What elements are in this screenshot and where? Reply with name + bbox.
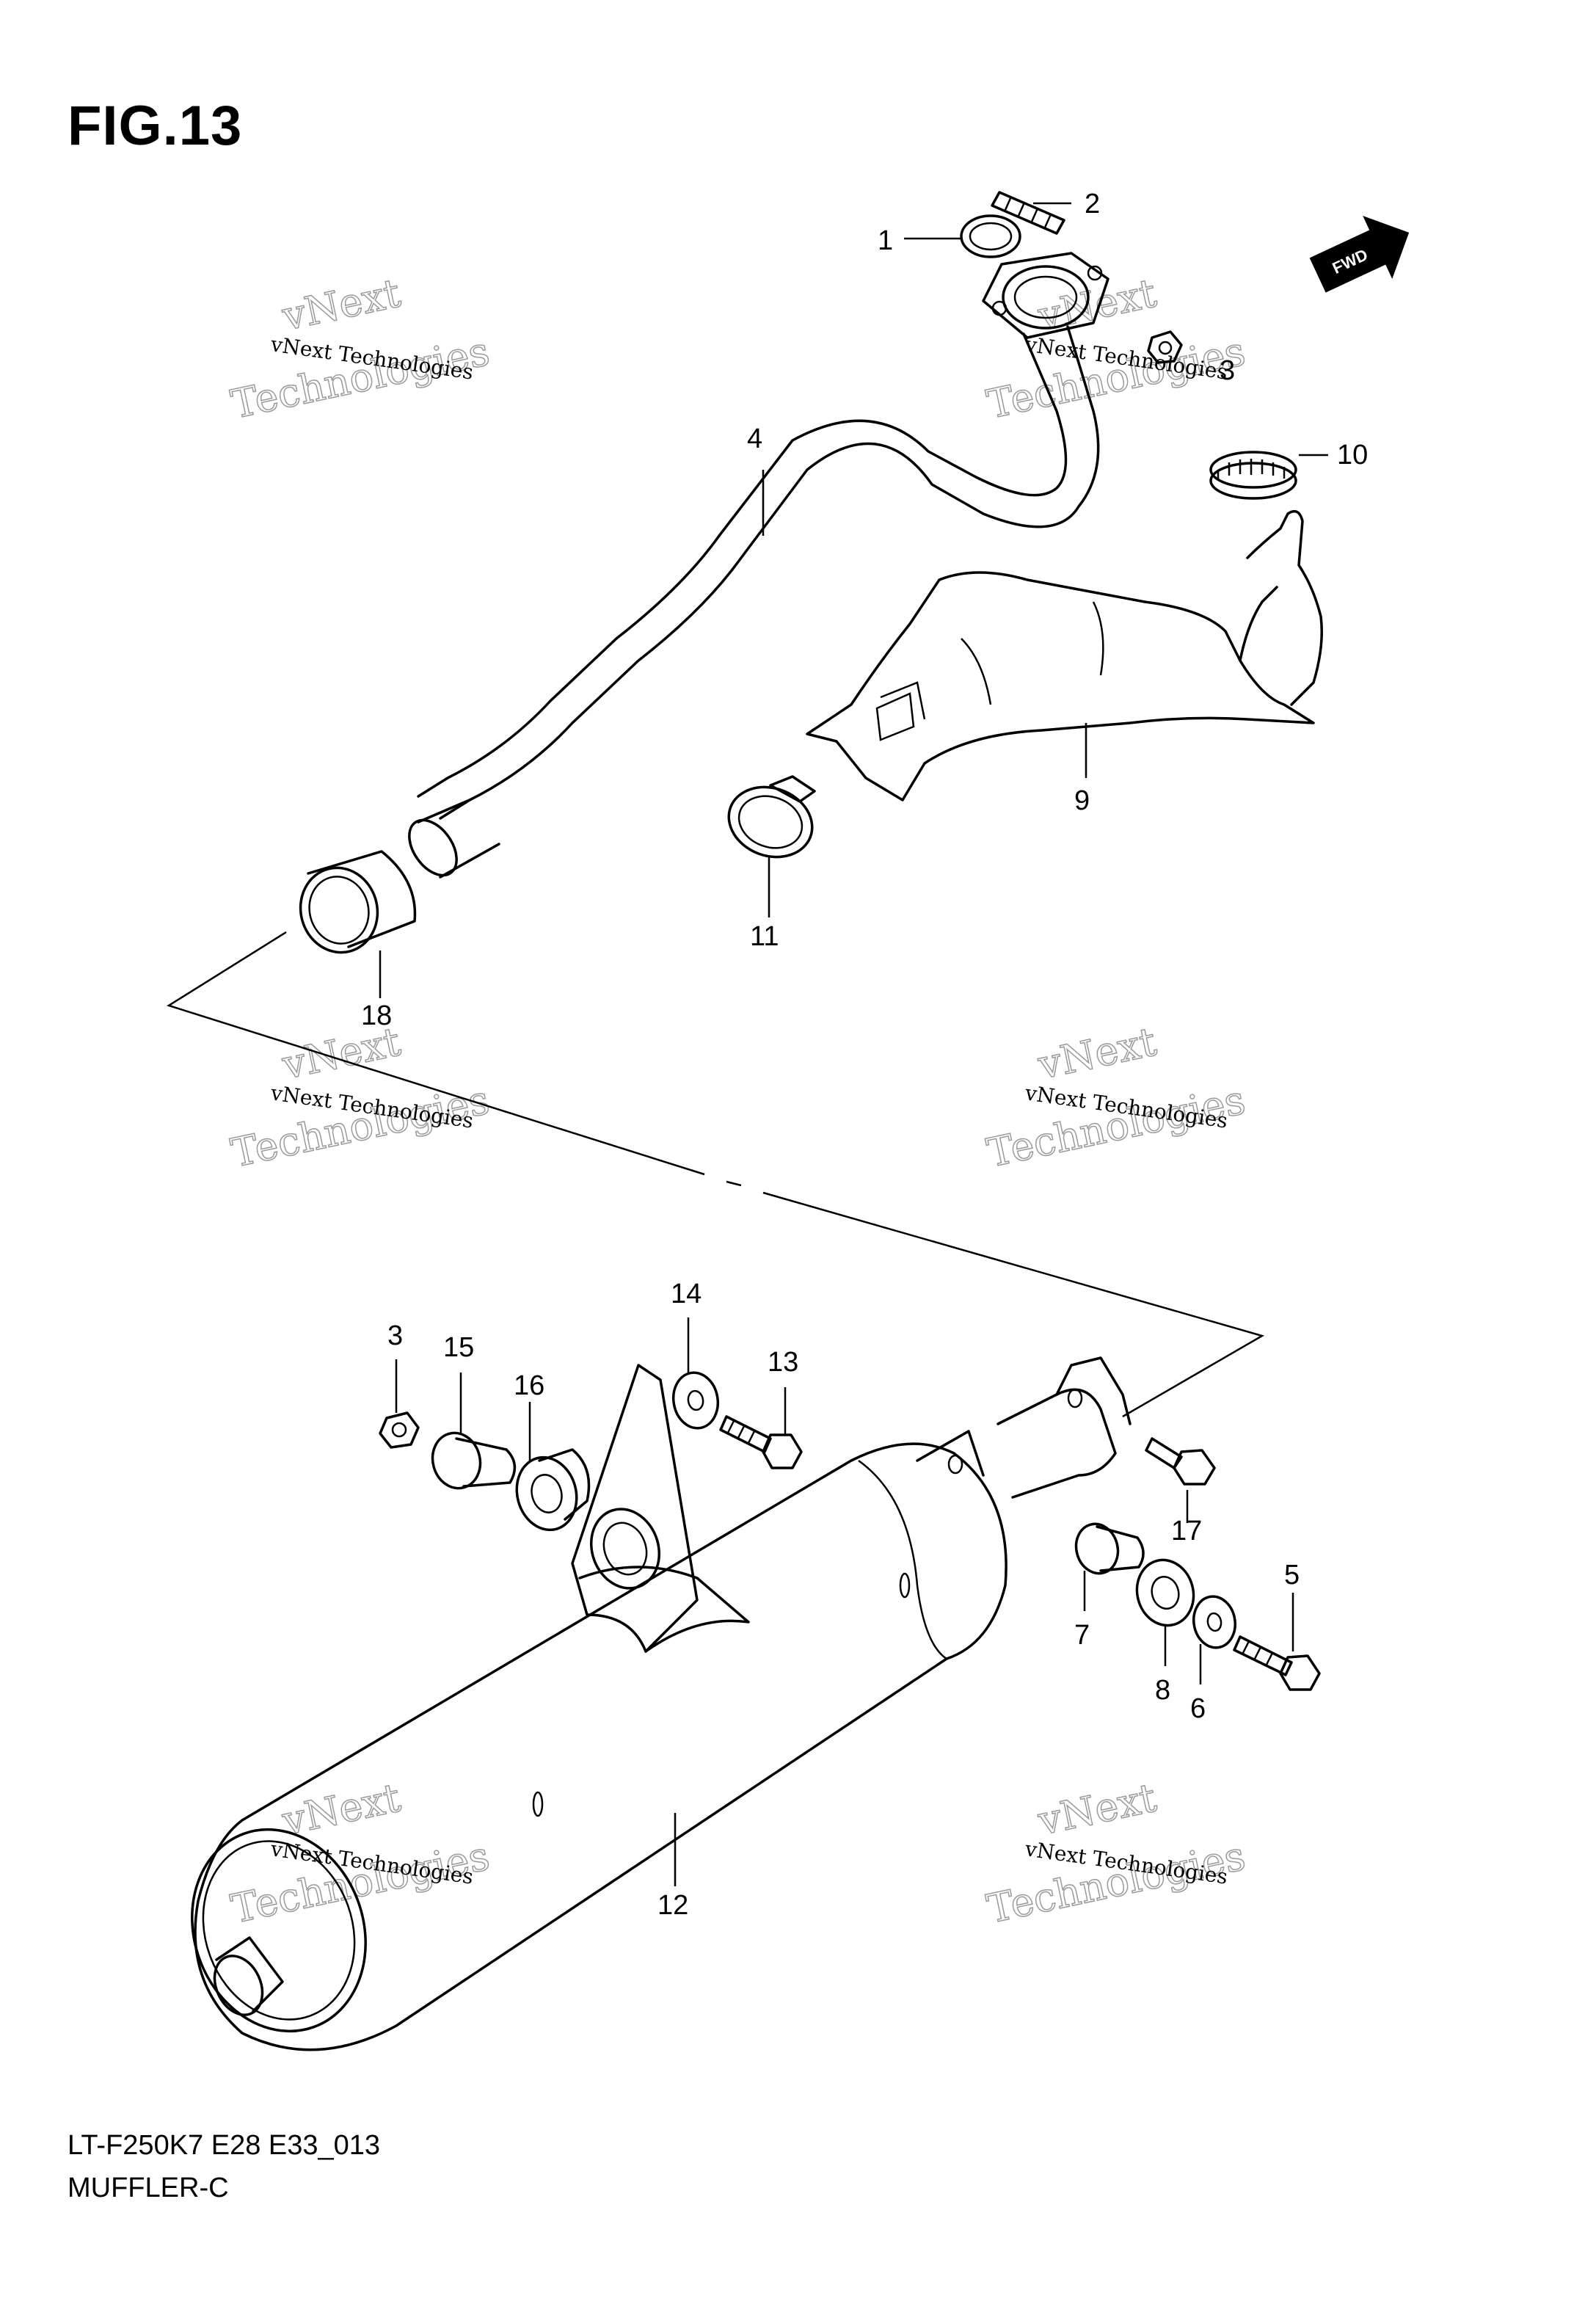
fwd-arrow-icon: FWD xyxy=(1309,215,1410,293)
callout-10: 10 xyxy=(1337,440,1368,470)
figure-title: FIG.13 xyxy=(68,95,243,157)
watermark-word-vnext: vNext xyxy=(1034,1774,1161,1844)
watermark-mid-right: vNext Technologies vNext Technologies xyxy=(983,1018,1250,1177)
part-5-bolt xyxy=(1233,1635,1321,1691)
part-8-grommet xyxy=(1135,1558,1195,1627)
part-12-muffler xyxy=(191,1356,1132,2051)
part-16-grommet xyxy=(515,1448,591,1532)
model-code: LT-F250K7 E28 E33_013 xyxy=(68,2130,381,2161)
part-10-clamp xyxy=(1209,451,1297,500)
watermark-bottom-right: vNext Technologies vNext Technologies xyxy=(983,1774,1250,1933)
watermark-word-vnext: vNext xyxy=(1034,1018,1161,1088)
part-15-collar xyxy=(431,1431,517,1490)
callout-8: 8 xyxy=(1155,1675,1170,1706)
callout-9: 9 xyxy=(1074,785,1090,816)
callout-16: 16 xyxy=(514,1370,544,1401)
part-1-gasket xyxy=(960,214,1021,258)
watermark-word-vnext: vNext xyxy=(278,269,405,340)
callout-14: 14 xyxy=(671,1279,702,1309)
section-name: MUFFLER-C xyxy=(68,2173,229,2203)
part-7-collar xyxy=(1074,1522,1145,1575)
watermark-mid-left: vNext Technologies vNext Technologies xyxy=(227,1018,494,1177)
leader-lines xyxy=(379,202,1328,1886)
callout-5: 5 xyxy=(1284,1560,1300,1591)
part-9-heat-shield xyxy=(806,509,1323,801)
part-3-nut-lower xyxy=(379,1411,420,1449)
callout-15: 15 xyxy=(443,1332,474,1363)
callout-3: 3 xyxy=(1220,355,1235,386)
part-2-stud xyxy=(991,191,1065,235)
part-6-washer xyxy=(1192,1595,1236,1649)
part-3-nut-top xyxy=(1147,330,1183,364)
part-11-hose-clamp xyxy=(727,775,816,859)
callout-4: 4 xyxy=(747,423,762,454)
callout-17: 17 xyxy=(1171,1516,1202,1546)
callout-13: 13 xyxy=(768,1347,798,1378)
assembly-guide-line xyxy=(167,931,1265,1418)
part-17-bolt xyxy=(1145,1437,1216,1486)
callout-18: 18 xyxy=(361,1000,392,1031)
callout-2: 2 xyxy=(1085,189,1100,219)
part-14-washer xyxy=(671,1371,720,1430)
part-13-bolt xyxy=(719,1415,803,1469)
callout-1: 1 xyxy=(878,225,893,256)
part-4-exhaust-pipe xyxy=(408,252,1109,879)
callout-6: 6 xyxy=(1190,1693,1206,1724)
watermark-top-left: vNext Technologies vNext Technologies xyxy=(227,269,494,429)
callout-7: 7 xyxy=(1074,1620,1090,1651)
watermark-top-right: vNext Technologies vNext Technologies xyxy=(983,269,1250,429)
callout-3-lower: 3 xyxy=(387,1320,403,1351)
callout-11: 11 xyxy=(750,921,779,952)
callout-numbers: 1 2 3 4 5 6 7 8 9 10 11 12 13 14 15 16 1… xyxy=(361,189,1368,1921)
part-18-sleeve xyxy=(299,850,417,954)
callout-12: 12 xyxy=(657,1890,688,1921)
